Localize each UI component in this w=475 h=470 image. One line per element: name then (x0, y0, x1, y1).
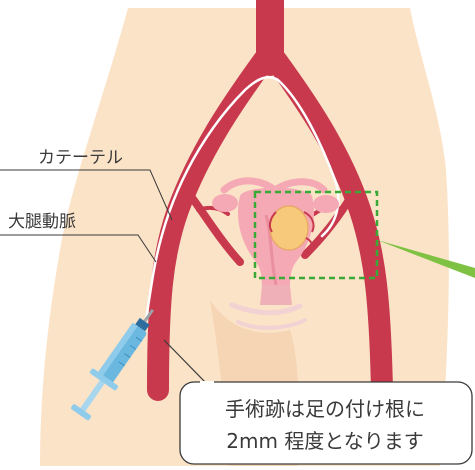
femoral-artery-label: 大腿動脈 (8, 212, 76, 232)
catheter-label: カテーテル (38, 148, 123, 168)
note-line-1: 手術跡は足の付け根に (225, 397, 425, 421)
note-line-2: 2mm 程度となります (226, 429, 423, 453)
